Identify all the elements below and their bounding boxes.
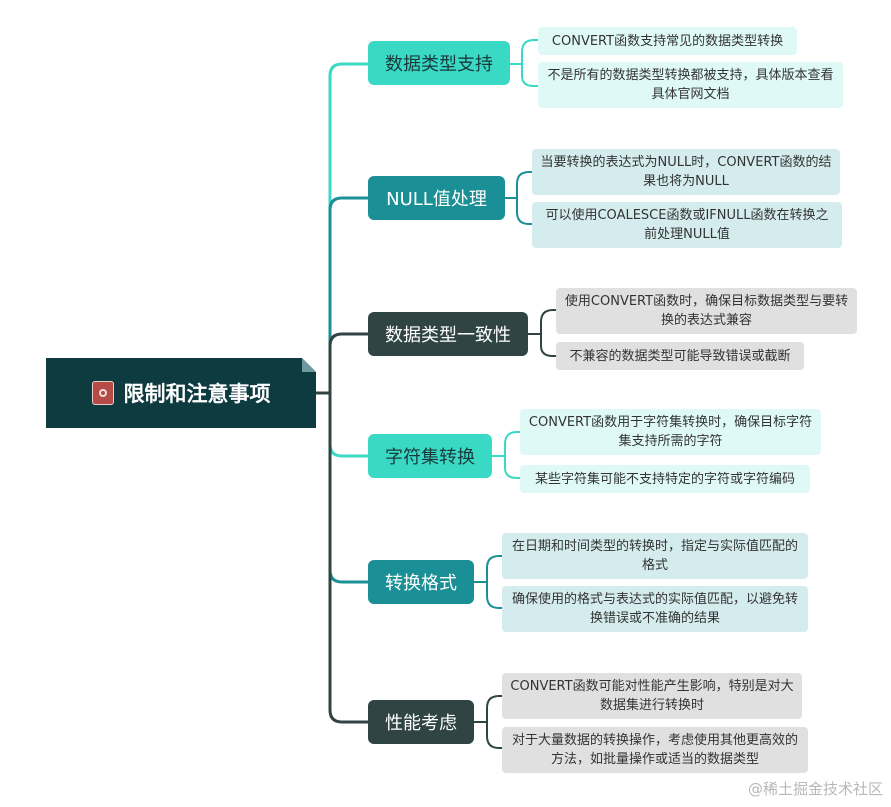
leaf-text: CONVERT函数可能对性能产生影响，特别是对大数据集进行转换时 bbox=[510, 679, 794, 713]
branch-null-handling[interactable]: NULL值处理 bbox=[368, 176, 505, 220]
leaf-text: 当要转换的表达式为NULL时，CONVERT函数的结果也将为NULL bbox=[540, 155, 832, 189]
leaf-text: 某些字符集可能不支持特定的字符或字符编码 bbox=[534, 471, 795, 487]
leaf-text: 可以使用COALESCE函数或IFNULL函数在转换之前处理NULL值 bbox=[545, 208, 829, 242]
corner-fold bbox=[302, 358, 316, 372]
leaf-node[interactable]: 不是所有的数据类型转换都被支持，具体版本查看具体官网文档 bbox=[538, 62, 843, 108]
branch-datatype-support[interactable]: 数据类型支持 bbox=[368, 41, 510, 85]
branch-label: 性能考虑 bbox=[385, 713, 457, 734]
leaf-node[interactable]: CONVERT函数可能对性能产生影响，特别是对大数据集进行转换时 bbox=[502, 673, 802, 719]
leaf-node[interactable]: 确保使用的格式与表达式的实际值匹配，以避免转换错误或不准确的结果 bbox=[502, 586, 808, 632]
leaf-text: 对于大量数据的转换操作，考虑使用其他更高效的方法，如批量操作或适当的数据类型 bbox=[511, 733, 798, 767]
leaf-node[interactable]: 对于大量数据的转换操作，考虑使用其他更高效的方法，如批量操作或适当的数据类型 bbox=[502, 727, 808, 773]
leaf-node[interactable]: 使用CONVERT函数时，确保目标数据类型与要转换的表达式兼容 bbox=[556, 288, 857, 334]
leaf-node[interactable]: 不兼容的数据类型可能导致错误或截断 bbox=[556, 342, 804, 370]
branch-label: NULL值处理 bbox=[386, 189, 487, 210]
leaf-node[interactable]: 某些字符集可能不支持特定的字符或字符编码 bbox=[520, 465, 810, 493]
leaf-node[interactable]: 可以使用COALESCE函数或IFNULL函数在转换之前处理NULL值 bbox=[532, 202, 842, 248]
leaf-text: CONVERT函数用于字符集转换时，确保目标字符集支持所需的字符 bbox=[528, 415, 813, 449]
leaf-text: 确保使用的格式与表达式的实际值匹配，以避免转换错误或不准确的结果 bbox=[511, 592, 798, 626]
branch-performance[interactable]: 性能考虑 bbox=[368, 700, 474, 744]
branch-conversion-format[interactable]: 转换格式 bbox=[368, 560, 474, 604]
branch-label: 字符集转换 bbox=[385, 447, 475, 468]
branch-label: 数据类型支持 bbox=[385, 54, 493, 75]
root-title: 限制和注意事项 bbox=[123, 382, 271, 406]
leaf-node[interactable]: CONVERT函数用于字符集转换时，确保目标字符集支持所需的字符 bbox=[520, 409, 821, 455]
leaf-node[interactable]: CONVERT函数支持常见的数据类型转换 bbox=[538, 27, 797, 55]
notebook-icon bbox=[91, 381, 114, 405]
root-node[interactable]: 限制和注意事项 bbox=[46, 358, 316, 428]
branch-charset-conversion[interactable]: 字符集转换 bbox=[368, 434, 492, 478]
branch-label: 数据类型一致性 bbox=[385, 325, 511, 346]
leaf-node[interactable]: 当要转换的表达式为NULL时，CONVERT函数的结果也将为NULL bbox=[532, 149, 840, 195]
leaf-text: 在日期和时间类型的转换时，指定与实际值匹配的格式 bbox=[511, 539, 798, 573]
leaf-text: 使用CONVERT函数时，确保目标数据类型与要转换的表达式兼容 bbox=[564, 294, 849, 328]
leaf-text: 不兼容的数据类型可能导致错误或截断 bbox=[569, 348, 791, 364]
leaf-text: 不是所有的数据类型转换都被支持，具体版本查看具体官网文档 bbox=[547, 68, 834, 102]
leaf-text: CONVERT函数支持常见的数据类型转换 bbox=[551, 33, 784, 49]
leaf-node[interactable]: 在日期和时间类型的转换时，指定与实际值匹配的格式 bbox=[502, 533, 808, 579]
branch-label: 转换格式 bbox=[385, 573, 457, 594]
watermark: @稀土掘金技术社区 bbox=[747, 780, 883, 798]
branch-type-consistency[interactable]: 数据类型一致性 bbox=[368, 312, 528, 356]
